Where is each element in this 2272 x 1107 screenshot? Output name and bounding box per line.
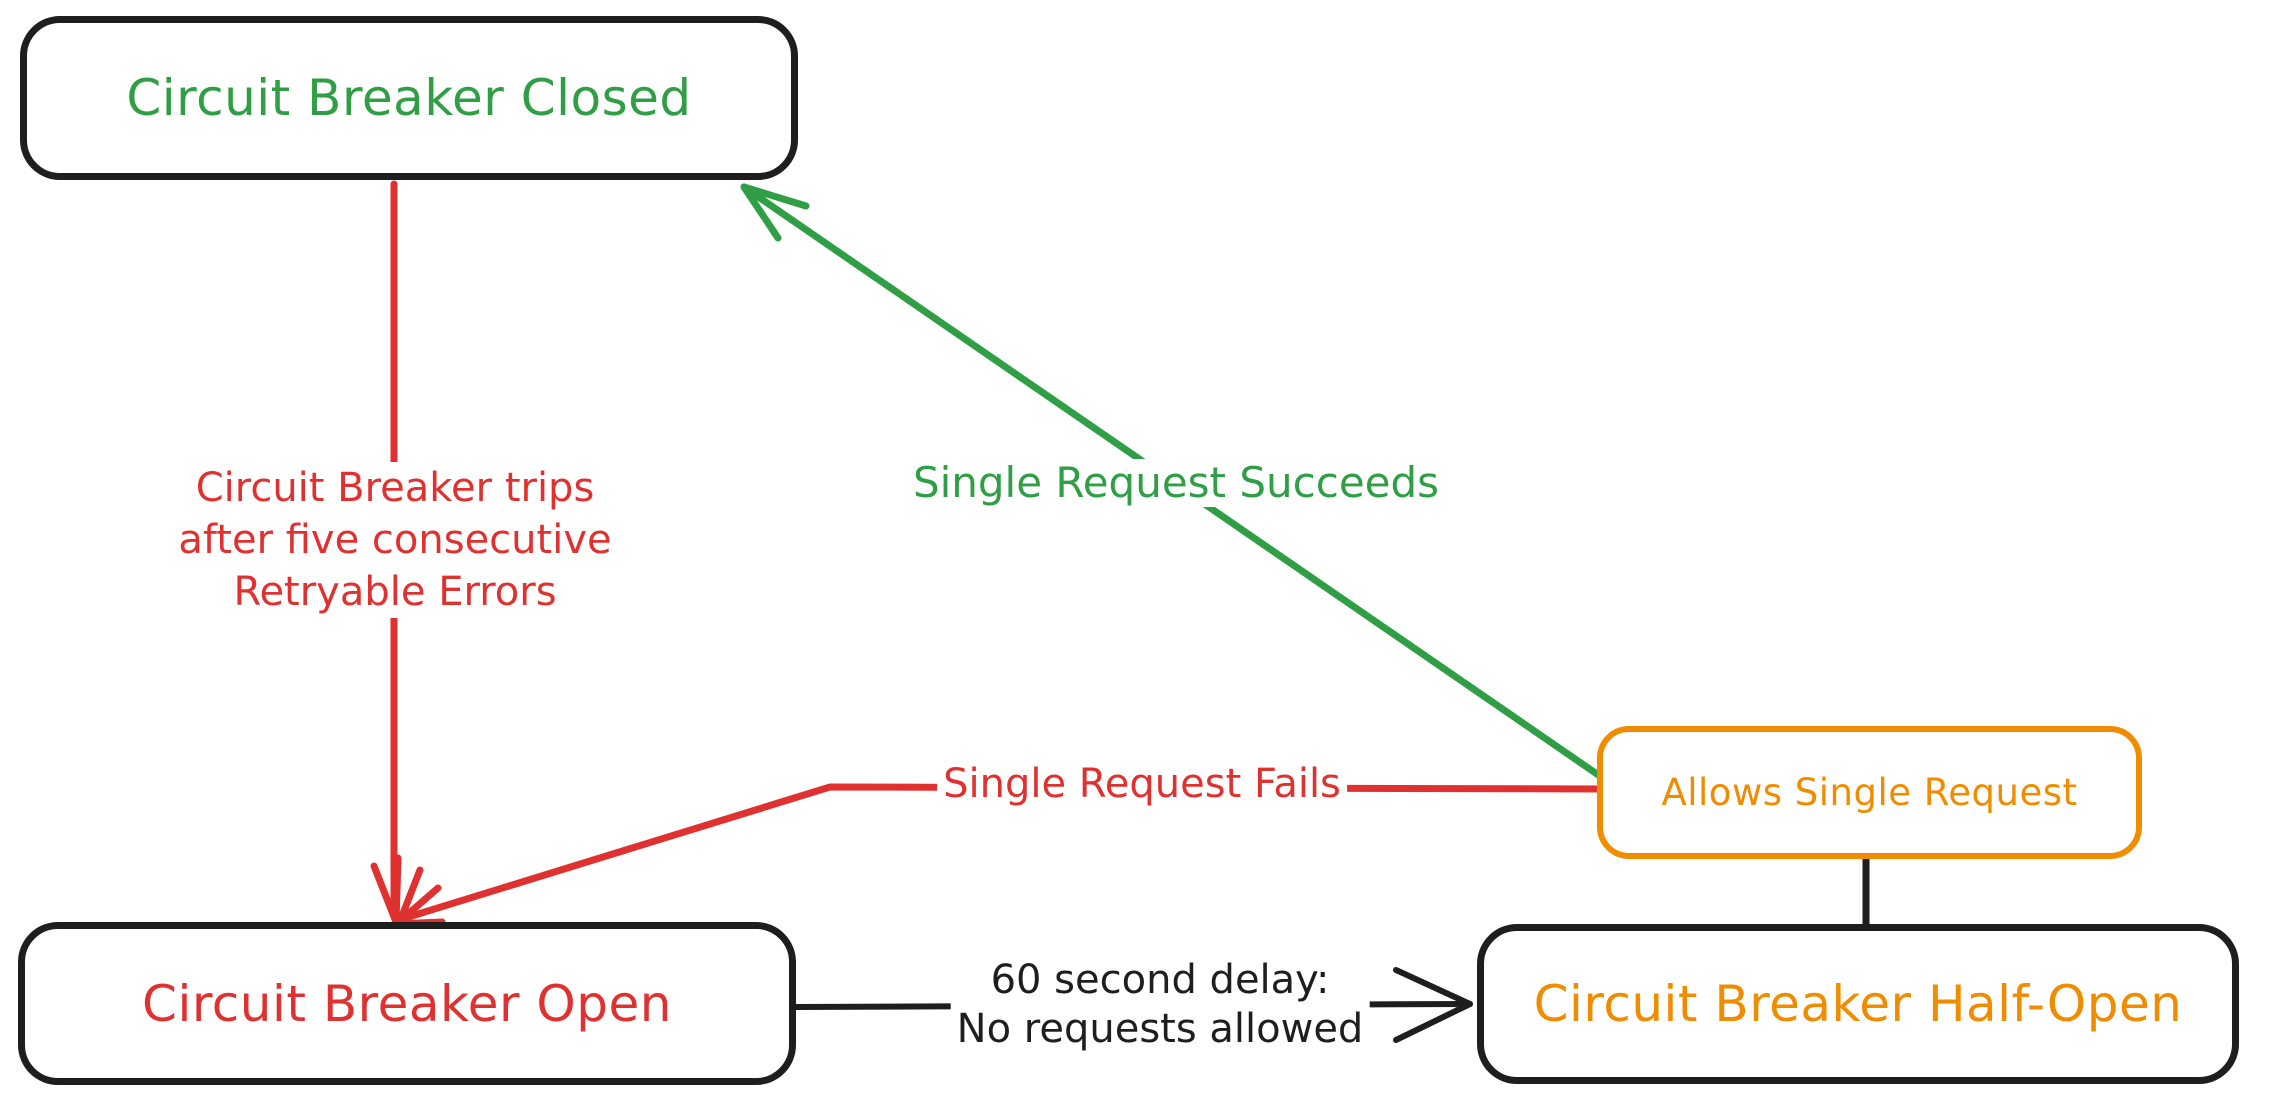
edge-label-trip-line3: Retryable Errors: [233, 569, 557, 615]
edge-label-trip-line1: Circuit Breaker trips: [195, 465, 595, 511]
node-circuit-breaker-closed: Circuit Breaker Closed: [20, 16, 798, 180]
edge-label-delay: 60 second delay: No requests allowed: [950, 956, 1370, 1054]
edge-label-succeeds: Single Request Succeeds: [906, 458, 1446, 507]
edge-label-trip: Circuit Breaker trips after five consecu…: [172, 462, 618, 618]
node-circuit-breaker-half-open: Circuit Breaker Half-Open: [1477, 924, 2239, 1084]
edge-label-delay-line1: 60 second delay:: [990, 957, 1330, 1003]
edge-label-fails-text: Single Request Fails: [943, 761, 1341, 807]
node-closed-label: Circuit Breaker Closed: [126, 69, 692, 127]
edge-label-trip-line2: after five consecutive: [178, 517, 612, 563]
edge-label-succeeds-text: Single Request Succeeds: [912, 458, 1440, 507]
node-half-open-label: Circuit Breaker Half-Open: [1533, 975, 2183, 1033]
node-open-label: Circuit Breaker Open: [142, 974, 672, 1033]
node-allows-label: Allows Single Request: [1661, 771, 2078, 814]
edge-label-fails: Single Request Fails: [937, 760, 1347, 808]
node-circuit-breaker-open: Circuit Breaker Open: [18, 922, 796, 1085]
edge-label-delay-line2: No requests allowed: [956, 1006, 1364, 1052]
node-allows-single-request: Allows Single Request: [1597, 726, 2142, 859]
